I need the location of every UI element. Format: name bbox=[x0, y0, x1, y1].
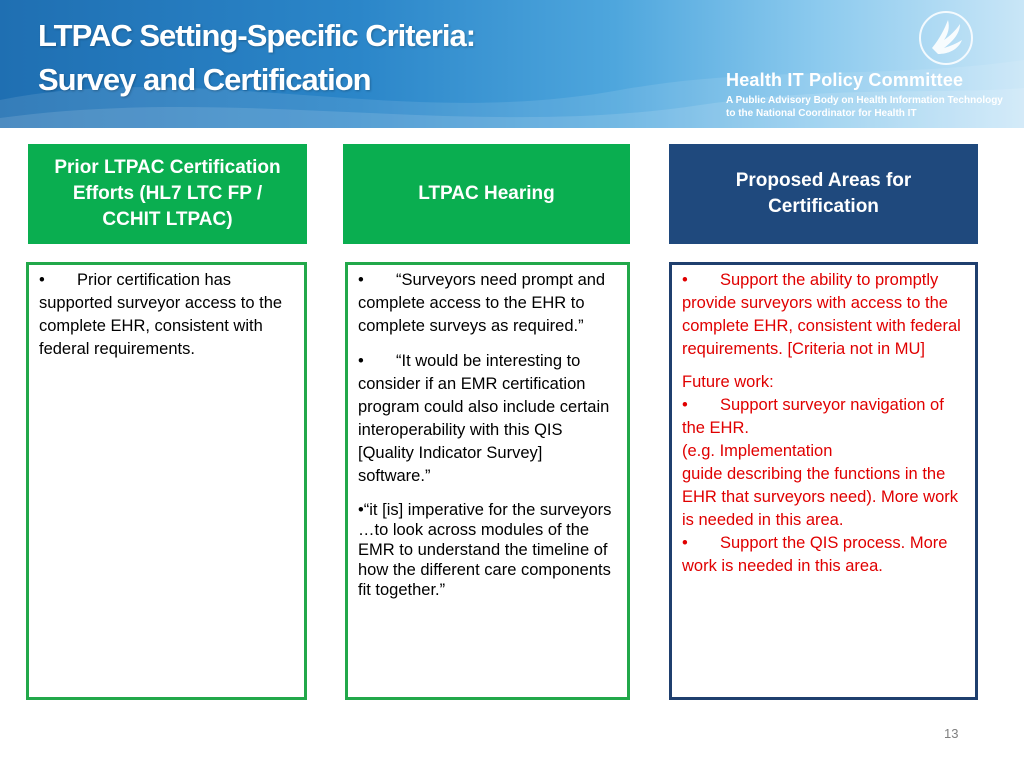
logo-name: Health IT Policy Committee bbox=[726, 70, 964, 90]
slide-title-line2: Survey and Certification bbox=[38, 62, 372, 97]
column3-item-2-note-b: guide describing the functions in the EH… bbox=[682, 465, 959, 529]
column1-item-text: Prior certification has supported survey… bbox=[39, 271, 283, 358]
column3-item-2: •Support surveyor navigation of the EHR. bbox=[682, 394, 965, 440]
bullet: • bbox=[358, 271, 364, 289]
column3-item-2-text: Support surveyor navigation of the EHR. bbox=[682, 396, 944, 437]
bullet: • bbox=[358, 352, 364, 370]
page-number: 13 bbox=[944, 726, 959, 741]
logo-subtitle-line2: to the National Coordinator for Health I… bbox=[726, 108, 917, 119]
hhs-eagle-icon bbox=[919, 11, 973, 65]
logo-subtitle: A Public Advisory Body on Health Informa… bbox=[726, 94, 1003, 120]
column2-header: LTPAC Hearing bbox=[343, 144, 630, 244]
column1-content: •Prior certification has supported surve… bbox=[26, 262, 307, 700]
slide-title: LTPAC Setting-Specific Criteria: Survey … bbox=[38, 14, 476, 102]
column3-item-3-text: Support the QIS process. More work is ne… bbox=[682, 534, 948, 575]
banner-wave-decoration bbox=[0, 60, 1024, 128]
column3-header: Proposed Areas for Certification bbox=[669, 144, 978, 244]
column3-item-1: •Support the ability to promptly provide… bbox=[682, 269, 965, 361]
column2-item-1-text: “Surveyors need prompt and complete acce… bbox=[358, 271, 606, 335]
column1-header: Prior LTPAC Certification Efforts (HL7 L… bbox=[28, 144, 307, 244]
column3-content: •Support the ability to promptly provide… bbox=[669, 262, 978, 700]
column2-item-3-text: •“it [is] imperative for the surveyors …… bbox=[358, 501, 612, 599]
column2-item-2-text: “It would be interesting to consider if … bbox=[358, 352, 610, 485]
column2-content: •“Surveyors need prompt and complete acc… bbox=[345, 262, 630, 700]
column2-item-1: •“Surveyors need prompt and complete acc… bbox=[358, 269, 617, 338]
bullet: • bbox=[682, 534, 688, 552]
column1-item: •Prior certification has supported surve… bbox=[39, 269, 294, 361]
bullet: • bbox=[682, 396, 688, 414]
column2-item-3: •“it [is] imperative for the surveyors …… bbox=[358, 500, 617, 600]
logo-subtitle-line1: A Public Advisory Body on Health Informa… bbox=[726, 95, 1003, 106]
bullet: • bbox=[39, 271, 45, 289]
future-work-label: Future work: bbox=[682, 373, 774, 391]
column3-item-3: •Support the QIS process. More work is n… bbox=[682, 532, 965, 578]
title-banner: LTPAC Setting-Specific Criteria: Survey … bbox=[0, 0, 1024, 128]
column2-item-2: •“It would be interesting to consider if… bbox=[358, 350, 617, 488]
slide-title-line1: LTPAC Setting-Specific Criteria: bbox=[38, 18, 476, 53]
column3-item-2-note-a: (e.g. Implementation bbox=[682, 442, 833, 460]
column3-future-work: Future work: •Support surveyor navigatio… bbox=[682, 371, 965, 578]
bullet: • bbox=[682, 271, 688, 289]
column3-item-1-text: Support the ability to promptly provide … bbox=[682, 271, 961, 358]
